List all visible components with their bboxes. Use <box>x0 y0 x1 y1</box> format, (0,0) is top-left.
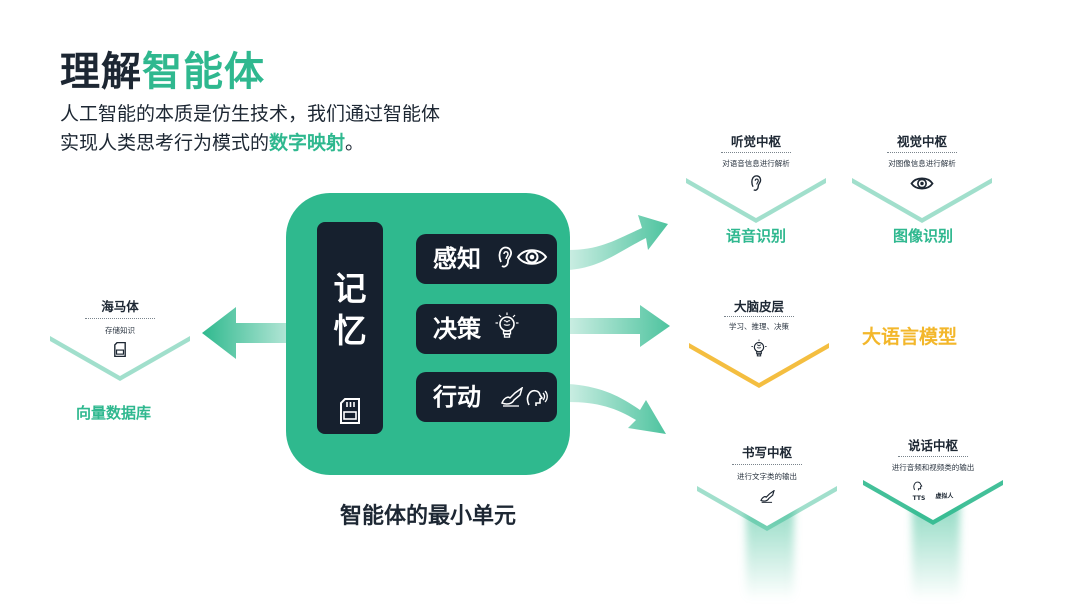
card-divider <box>887 152 957 153</box>
speaking-head-icon <box>526 387 548 411</box>
card-speech: 说话中枢 进行音频和视频类的输出 TTS 虚拟人 <box>860 430 1006 530</box>
subtitle-line-2-suffix: 。 <box>345 132 365 154</box>
eye-icon <box>910 176 934 195</box>
agent-unit: 记 忆 感知 决策 行动 <box>286 193 570 475</box>
subtitle-accent: 数字映射 <box>269 132 346 154</box>
avatar-item: 虚拟人 <box>935 478 953 500</box>
card-cortex-title: 大脑皮层 <box>733 299 784 314</box>
card-writing: 书写中枢 进行文字类的输出 <box>694 436 840 536</box>
arrow-to-cortex <box>568 305 670 347</box>
module-perception: 感知 <box>416 234 557 284</box>
card-hearing-title: 听觉中枢 <box>730 134 781 149</box>
card-speech-desc: 进行音频和视频类的输出 <box>891 463 975 472</box>
tts-item: TTS <box>912 476 926 502</box>
module-action: 行动 <box>416 372 557 422</box>
module-perception-label: 感知 <box>433 245 481 273</box>
label-speech-recognition: 语音识别 <box>726 227 787 245</box>
speaking-head-icon <box>913 476 925 495</box>
memory-panel: 记 忆 <box>317 222 383 434</box>
memory-char-2: 忆 <box>333 311 367 350</box>
card-divider <box>85 318 155 319</box>
card-divider <box>732 464 802 465</box>
sd-card-icon <box>340 398 360 428</box>
page-title: 理解智能体 <box>60 48 265 96</box>
card-cortex: 大脑皮层 学习、推理、决策 <box>686 293 832 393</box>
module-decision: 决策 <box>416 304 557 354</box>
memory-char-1: 记 <box>333 269 367 308</box>
module-action-label: 行动 <box>433 383 481 411</box>
brain-bulb-icon <box>495 312 519 344</box>
card-vision-title: 视觉中枢 <box>896 134 947 149</box>
subtitle-line-1: 人工智能的本质是仿生技术，我们通过智能体 <box>60 103 441 125</box>
card-divider <box>721 152 791 153</box>
avatar-label: 虚拟人 <box>935 493 954 500</box>
writing-hand-icon <box>501 386 524 411</box>
title-accent: 智能体 <box>142 49 265 95</box>
card-hippocampus-title: 海马体 <box>101 299 139 314</box>
card-writing-title: 书写中枢 <box>741 445 792 460</box>
module-decision-label: 决策 <box>433 315 481 343</box>
ear-icon <box>497 245 513 273</box>
eye-icon <box>516 247 548 271</box>
tts-label: TTS <box>912 495 926 502</box>
arrow-to-hippocampus <box>202 307 290 359</box>
label-llm: 大语言模型 <box>862 326 958 348</box>
subtitle-line-2-prefix: 实现人类思考行为模式的 <box>60 132 270 154</box>
card-writing-desc: 进行文字类的输出 <box>737 472 797 481</box>
card-speech-title: 说话中枢 <box>907 438 958 453</box>
title-prefix: 理解 <box>60 49 142 95</box>
card-divider <box>724 316 794 317</box>
label-vector-db: 向量数据库 <box>76 404 152 422</box>
arrow-to-output <box>568 384 666 434</box>
sd-card-icon <box>114 341 126 361</box>
subtitle-line-2: 实现人类思考行为模式的数字映射。 <box>60 129 440 158</box>
card-hippocampus-desc: 存储知识 <box>105 326 135 335</box>
agent-caption: 智能体的最小单元 <box>339 504 516 529</box>
card-divider <box>898 456 968 457</box>
writing-hand-icon <box>759 488 775 507</box>
card-hearing: 听觉中枢 对语音信息进行解析 <box>683 128 829 228</box>
arrow-to-hearing <box>568 215 668 270</box>
ear-icon <box>750 174 762 196</box>
card-hippocampus: 海马体 存储知识 <box>47 286 193 386</box>
card-vision: 视觉中枢 对图像信息进行解析 <box>849 128 995 228</box>
brain-bulb-icon <box>751 339 767 362</box>
card-hearing-desc: 对语音信息进行解析 <box>722 159 790 168</box>
label-image-recognition: 图像识别 <box>893 227 954 245</box>
card-cortex-desc: 学习、推理、决策 <box>729 322 789 331</box>
page-subtitle: 人工智能的本质是仿生技术，我们通过智能体 实现人类思考行为模式的数字映射。 <box>60 100 440 158</box>
card-vision-desc: 对图像信息进行解析 <box>888 159 956 168</box>
